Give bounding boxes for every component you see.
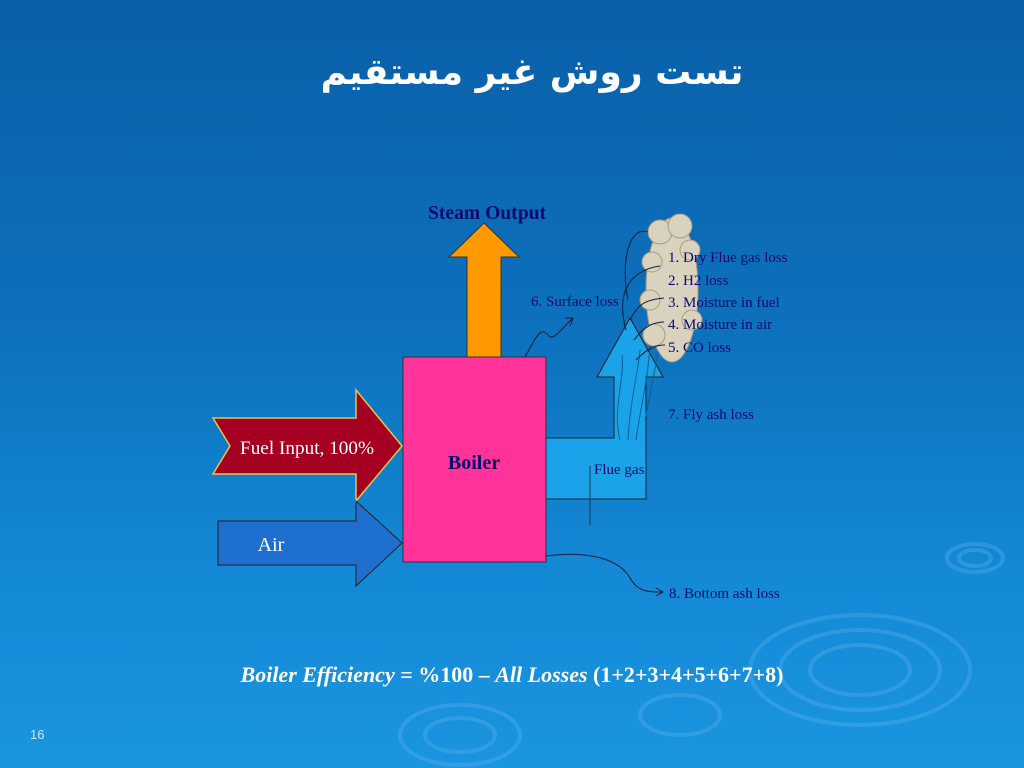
formula-all-losses: All Losses (495, 662, 588, 687)
bottom-ash-arrow (545, 553, 663, 593)
steam-output-label: Steam Output (428, 202, 546, 224)
fuel-input-label: Fuel Input, 100% (240, 438, 374, 459)
bottom-ash-loss-label: 8. Bottom ash loss (669, 586, 780, 602)
flue-gas-label: Flue gas (594, 462, 645, 478)
loss-h2: 2. H2 loss (668, 273, 729, 289)
boiler-block (402, 356, 547, 563)
slide-title: تست روش غير مستقيم (320, 52, 744, 93)
air-arrow (217, 499, 403, 588)
flue-gas-duct (545, 316, 664, 500)
fly-ash-loss-label: 7. Fly ash loss (668, 407, 754, 423)
efficiency-formula: Boiler Efficiency = %100 – All Losses (1… (0, 662, 1024, 688)
air-label: Air (258, 534, 285, 556)
boiler-label: Boiler (448, 452, 500, 474)
loss-dry-flue-gas: 1. Dry Flue gas loss (668, 250, 788, 266)
formula-terms: (1+2+3+4+5+6+7+8) (587, 662, 784, 687)
formula-equals: = % (394, 662, 441, 687)
loss-moisture-fuel: 3. Moisture in fuel (668, 295, 780, 311)
loss-co: 5. CO loss (668, 340, 731, 356)
surface-loss-label: 6. Surface loss (531, 294, 619, 310)
smoke-cloud (639, 213, 703, 363)
formula-lhs: Boiler Efficiency (240, 662, 395, 687)
loss-moisture-air: 4. Moisture in air (668, 317, 772, 333)
steam-output-arrow (447, 222, 521, 358)
surface-loss-arrow (524, 317, 574, 358)
page-number: 16 (30, 727, 45, 742)
flue-loss-list: 1. Dry Flue gas loss 2. H2 loss 3. Moist… (668, 250, 788, 356)
formula-hundred: 100 – (440, 662, 496, 687)
